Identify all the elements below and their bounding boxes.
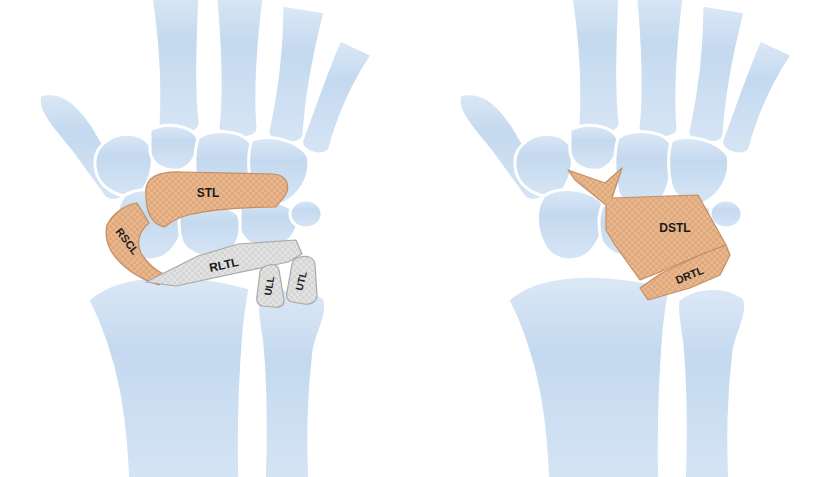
palmar-wrist-bones [39,0,372,477]
ligament: DRTL [635,243,735,305]
ligament-band [106,203,165,285]
ligament-band [257,265,284,308]
dorsal-wrist-bones [459,0,792,477]
ligament: UTL [284,254,320,306]
ligament-band [640,245,730,300]
ligament-label: STL [197,187,220,199]
ligament: RSCL [103,195,167,287]
ligament-band [146,172,288,227]
ligament-band [287,256,317,304]
ligament: STL [138,165,294,230]
ligament-label: DSTL [659,222,690,234]
ligament-outline [103,195,167,287]
ligament: ULL [254,262,288,308]
